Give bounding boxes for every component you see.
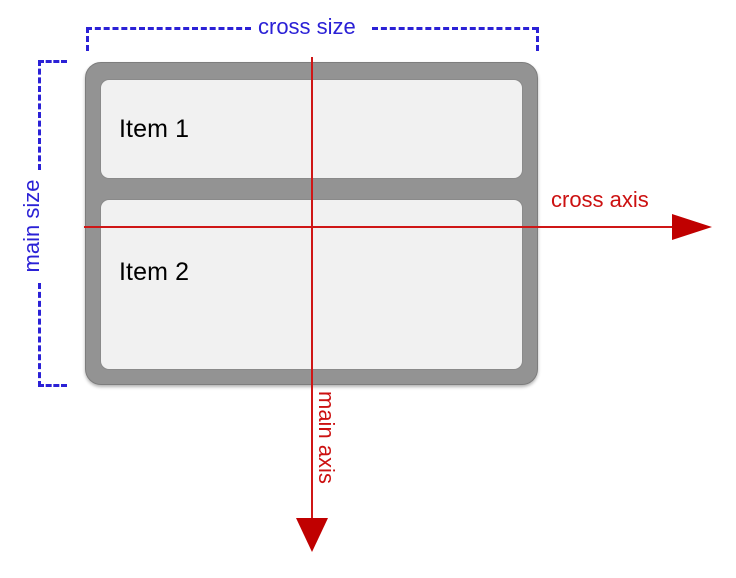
main-size-bracket-upper-segment [38,60,41,170]
cross-size-bracket-left-tick [86,27,89,51]
main-size-bracket-bottom-tick [38,384,67,387]
cross-axis-arrowhead-icon [672,214,712,240]
main-size-bracket-top-tick [38,60,67,63]
main-axis-label: main axis [314,391,339,484]
cross-size-label: cross size [258,14,356,39]
cross-size-bracket-right-tick [536,27,539,51]
cross-axis-line [84,226,674,228]
flex-item-1-label: Item 1 [119,114,190,143]
flex-item-2-label: Item 2 [119,258,190,286]
cross-size-bracket-right-segment [372,27,538,30]
cross-axis-label: cross axis [551,187,649,212]
main-axis-line [311,57,313,522]
main-size-label: main size [19,179,44,273]
main-axis-arrowhead-icon [296,518,328,552]
main-size-bracket-lower-segment [38,283,41,387]
cross-size-bracket-left-segment [86,27,251,30]
